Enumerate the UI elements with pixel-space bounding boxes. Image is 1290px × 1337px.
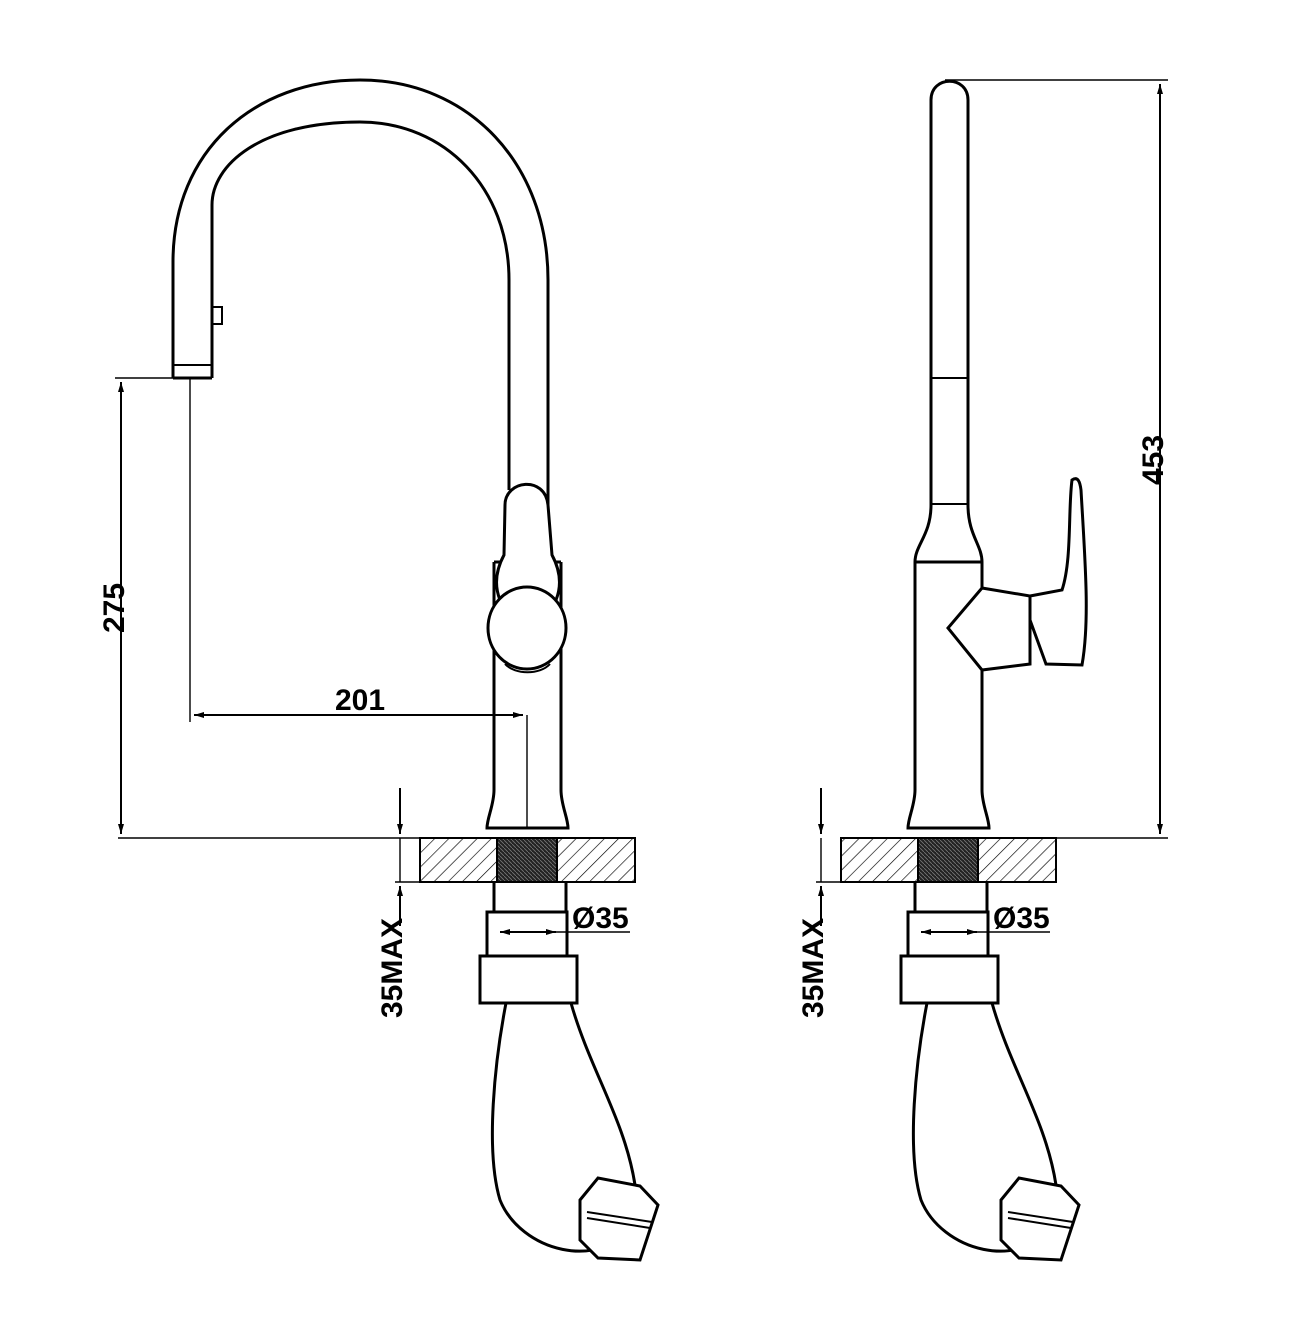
front-hose-weight <box>578 1176 660 1262</box>
dim-35max-label: 35MAX <box>376 918 409 1018</box>
front-spray-button <box>211 306 223 325</box>
dim-275-label: 275 <box>98 583 131 633</box>
front-hose-inner <box>569 1002 637 1186</box>
side-hose-weight <box>999 1176 1081 1262</box>
side-hose-inner <box>990 1002 1058 1186</box>
front-view: 275 201 35MAX Ø35 <box>98 78 660 1262</box>
side-spout <box>929 79 970 505</box>
front-handle-knob <box>486 585 568 671</box>
side-dim-35max-label: 35MAX <box>797 918 830 1018</box>
side-dim-dia35-label: Ø35 <box>993 902 1050 935</box>
front-spout-outer <box>171 78 550 545</box>
side-handle-lever <box>1028 477 1088 667</box>
front-handle-knob-base <box>504 663 551 674</box>
side-shank-section <box>917 837 979 883</box>
side-weight-seam <box>1007 1211 1074 1223</box>
front-lower-nut <box>478 954 579 1005</box>
side-lower-nut <box>899 954 1000 1005</box>
front-spout-inner <box>210 120 511 490</box>
front-weight-seam-2 <box>586 1217 651 1229</box>
side-weight-seam-2 <box>1007 1217 1072 1229</box>
side-cartridge <box>946 586 1032 672</box>
front-shank-section <box>496 837 558 883</box>
side-body <box>906 504 991 830</box>
side-view: 453 35MAX Ø35 <box>797 79 1170 1262</box>
front-nut <box>485 910 569 958</box>
front-weight-seam <box>586 1211 653 1223</box>
dim-201-label: 201 <box>335 684 385 717</box>
dim-dia35-label: Ø35 <box>572 902 629 935</box>
front-handle-lever <box>495 482 561 602</box>
side-nut <box>906 910 990 958</box>
dim-453-label: 453 <box>1137 435 1170 485</box>
